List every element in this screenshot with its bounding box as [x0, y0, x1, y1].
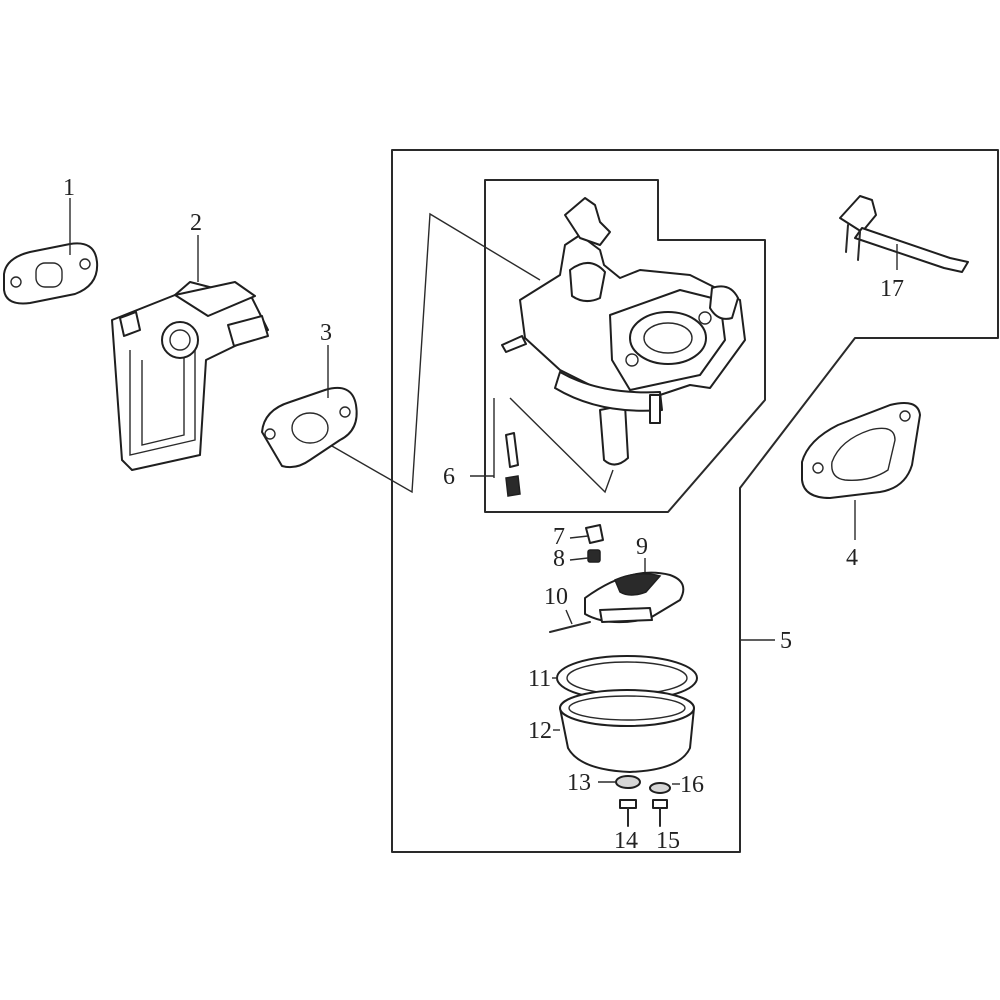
callout-12: 12 — [528, 718, 552, 744]
leader-10 — [565, 609, 573, 625]
part-16-washer — [649, 782, 671, 794]
part-17-choke-lever — [839, 195, 969, 273]
callout-1: 1 — [63, 175, 75, 201]
callout-6: 6 — [443, 464, 455, 490]
callout-9: 9 — [636, 534, 648, 560]
callout-16: 16 — [680, 772, 704, 798]
callout-5: 5 — [780, 628, 792, 654]
part-2-insulator-bracket — [111, 281, 269, 471]
part-6-carburetor-body — [501, 197, 746, 497]
carburetor-body-boundary-line — [484, 179, 766, 513]
callout-13: 13 — [567, 770, 591, 796]
part-12-float-bowl — [559, 689, 695, 773]
callout-2: 2 — [190, 210, 202, 236]
part-15-drain-screw — [652, 799, 668, 827]
part-4-gasket — [801, 402, 921, 499]
part-9-float — [584, 571, 685, 624]
part-14-bolt — [619, 799, 637, 827]
leader-7 — [569, 535, 589, 539]
part-13-washer — [615, 775, 641, 789]
assembly-boundary-line — [391, 149, 999, 853]
callout-3: 3 — [320, 320, 332, 346]
callout-15: 15 — [656, 828, 680, 854]
part-3-gasket — [261, 386, 358, 469]
callout-10: 10 — [544, 584, 568, 610]
callout-17: 17 — [880, 276, 904, 302]
part-8-small-nut — [587, 549, 601, 563]
callout-11: 11 — [528, 666, 551, 692]
part-7-fitting — [585, 524, 604, 544]
callout-4: 4 — [846, 545, 858, 571]
part-1-gasket — [3, 242, 99, 305]
part-10-float-pin — [549, 621, 591, 633]
callout-8: 8 — [553, 546, 565, 572]
leader-8 — [569, 557, 589, 561]
callout-7: 7 — [553, 524, 565, 550]
gasket-3-leader-line — [317, 212, 541, 494]
part-6-zigzag-line — [509, 397, 614, 494]
callout-14: 14 — [614, 828, 638, 854]
